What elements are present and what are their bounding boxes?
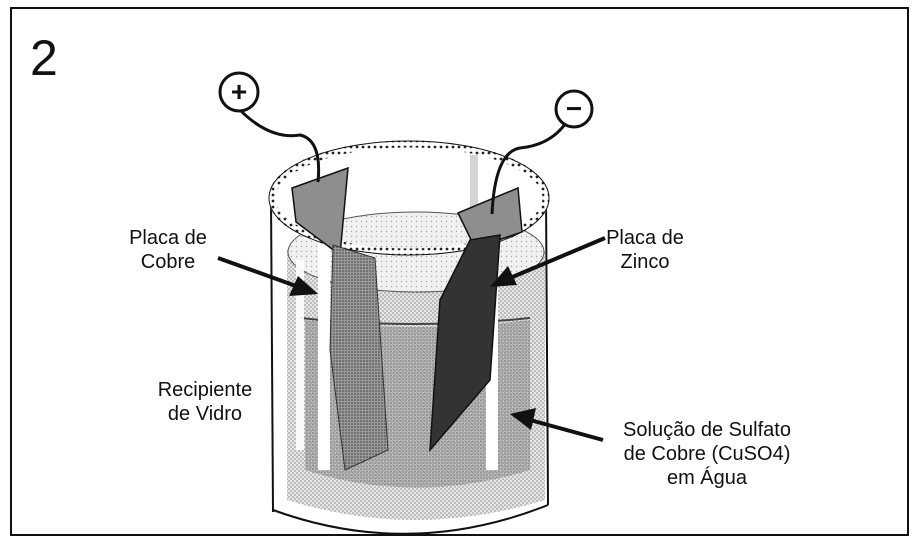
label-solution-line3: em Água [666,467,748,489]
container-bottom [272,504,549,535]
label-copper-plate-line1: Placa de [129,227,207,249]
label-glass-container-line1: Recipiente [157,379,253,401]
label-solution: Solução de Sulfato de Cobre (CuSO4) em Á… [592,418,822,490]
label-solution-line2: de Cobre (CuSO4) [623,443,791,465]
positive-terminal: + [218,71,260,113]
positive-wire [238,108,321,183]
glass-highlight-right-2 [470,155,478,245]
zinc-plate [429,186,523,453]
label-solution-line1: Solução de Sulfato [623,419,791,441]
container-rim-outline [268,140,550,256]
label-copper-plate: Placa de Cobre [103,226,233,274]
label-zinc-plate-line1: Placa de [606,227,684,249]
figure-border [10,7,909,536]
label-glass-container: Recipiente de Vidro [140,378,270,426]
figure-number: 2 [30,30,58,86]
label-zinc-plate-line2: Zinco [620,251,670,273]
label-copper-plate-line2: Cobre [140,251,196,273]
positive-sign: + [231,76,247,107]
arrow-zinc-plate [490,236,606,287]
label-zinc-plate: Placa de Zinco [585,226,705,274]
container-right-wall [545,197,549,506]
copper-plate-lower [329,244,389,471]
container-rim [268,140,550,256]
label-glass-container-line2: de Vidro [167,403,243,425]
arrow-solution [510,408,604,442]
arrow-copper-plate [217,256,318,296]
zinc-plate-lower [429,234,501,453]
zinc-plate-upper [456,186,523,249]
negative-wire [490,119,570,215]
glass-highlight-left-2 [296,260,304,450]
glass-highlight-left [318,240,330,470]
negative-sign: − [566,93,582,124]
copper-plate [291,166,389,471]
negative-terminal: − [554,89,594,129]
container-left-wall [270,197,274,513]
